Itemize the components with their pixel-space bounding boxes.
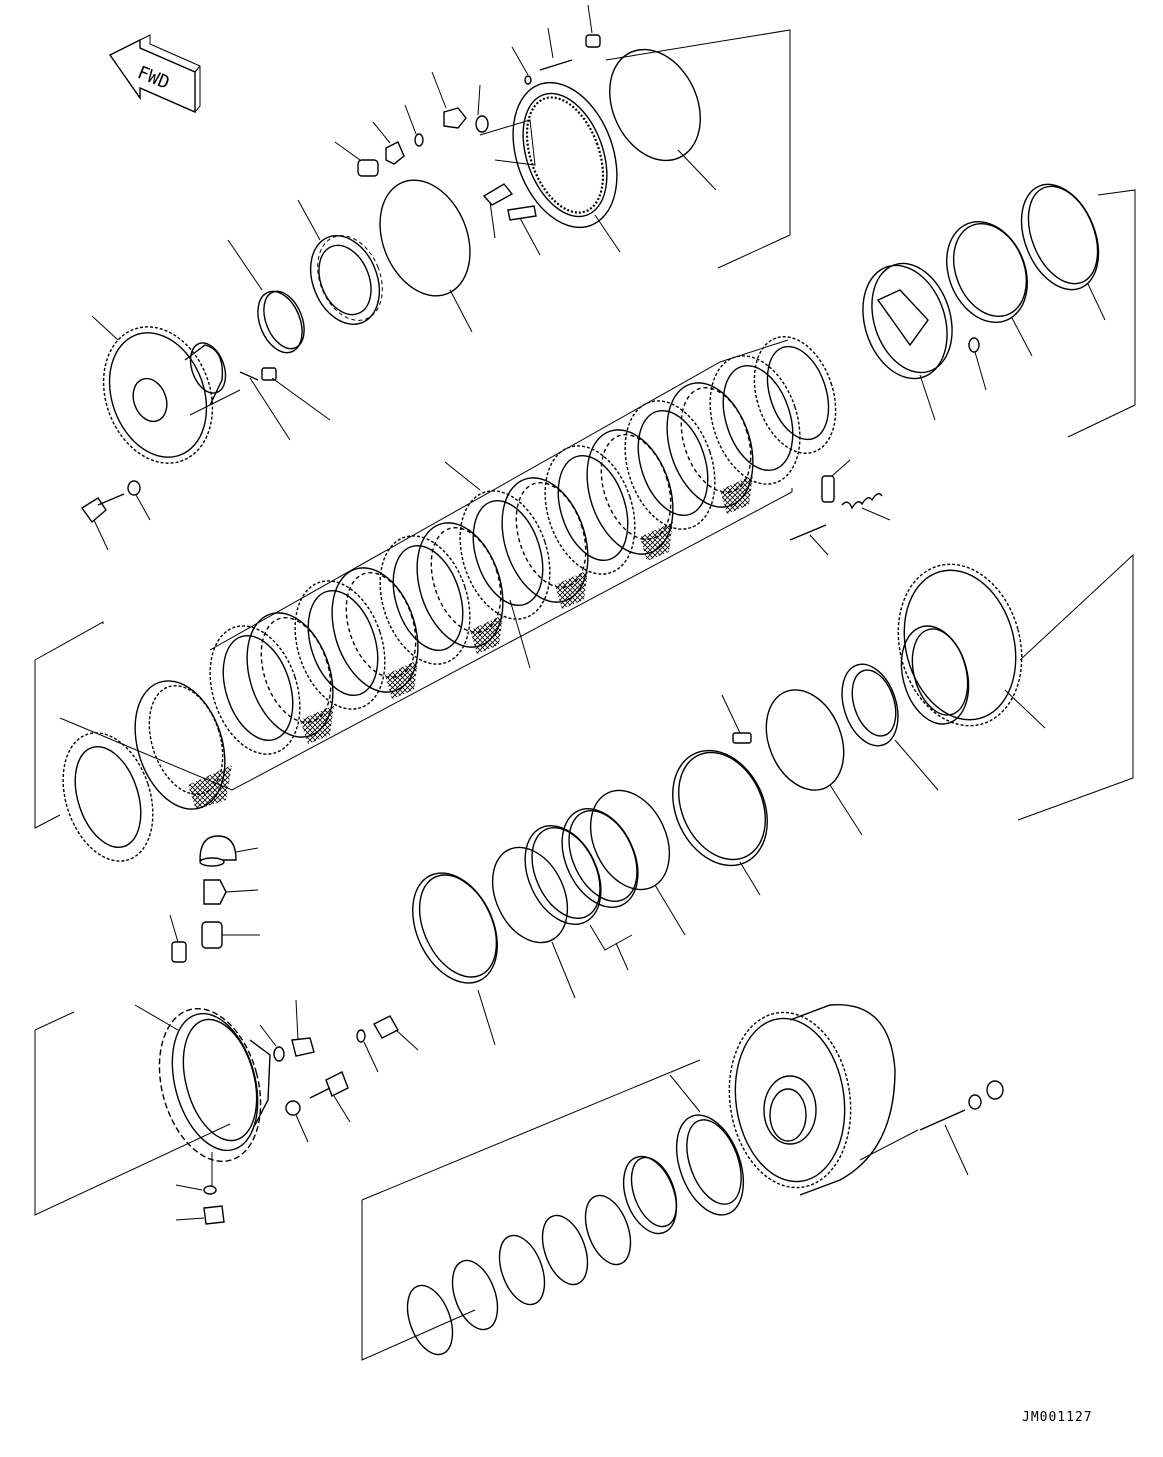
output-seal-ring xyxy=(622,1155,678,1235)
bushing-part xyxy=(357,159,379,177)
drawing-code: JM001127 xyxy=(1022,1410,1093,1425)
piston-ring xyxy=(412,872,498,1046)
disc-pack-bracket-lower xyxy=(59,488,793,791)
disc-pack-bracket-left xyxy=(34,621,104,829)
piston-plate xyxy=(862,262,987,421)
hub-pin-parts xyxy=(239,367,331,441)
output-bearing xyxy=(669,1074,745,1216)
clutch-drum xyxy=(897,563,1046,729)
return-spring-parts xyxy=(789,459,891,556)
plug-part xyxy=(585,34,601,48)
top-seal-plate xyxy=(609,48,717,191)
bottom-bracket xyxy=(361,1059,701,1361)
needle-bearing-cage xyxy=(297,199,383,326)
output-stud-parts xyxy=(919,1080,1004,1176)
o-ring-part xyxy=(475,115,489,133)
drum-bearing xyxy=(841,663,939,791)
nut-part xyxy=(385,141,405,165)
hub-bolt xyxy=(80,480,151,551)
cover-bracket xyxy=(34,1011,231,1216)
thrust-ring xyxy=(227,239,305,354)
seal-ring-large xyxy=(1020,183,1106,321)
dowel-pin xyxy=(721,694,752,744)
right-top-bracket xyxy=(1067,189,1136,438)
seal-disc-c xyxy=(491,846,576,999)
top-small-parts xyxy=(334,4,601,256)
clutch-cover xyxy=(134,1004,271,1225)
snap-ring-a xyxy=(672,749,768,896)
top-group-bracket xyxy=(479,29,791,269)
valve-fitting xyxy=(203,879,227,905)
drum-seal-plate xyxy=(765,689,863,836)
disc-pack-bracket-upper xyxy=(209,339,789,651)
valve-parts xyxy=(169,835,260,963)
fitting-part xyxy=(443,107,467,129)
o-ring-set xyxy=(406,1194,632,1356)
cover-bolts xyxy=(259,999,419,1143)
breather-cap xyxy=(199,835,237,861)
seal-ring-outer xyxy=(946,221,1033,357)
clutch-hub-gear xyxy=(91,315,241,464)
fwd-arrow-icon: FWD xyxy=(108,34,201,114)
drum-bracket xyxy=(1017,553,1134,821)
disc-pack xyxy=(62,336,837,862)
output-drum xyxy=(728,1004,919,1196)
middle-seal-plate xyxy=(379,179,473,333)
seal-disc-b xyxy=(589,789,686,936)
snap-ring-pair xyxy=(524,808,639,971)
clutch-housing-ring xyxy=(512,81,621,253)
plug-fitting xyxy=(201,921,223,949)
